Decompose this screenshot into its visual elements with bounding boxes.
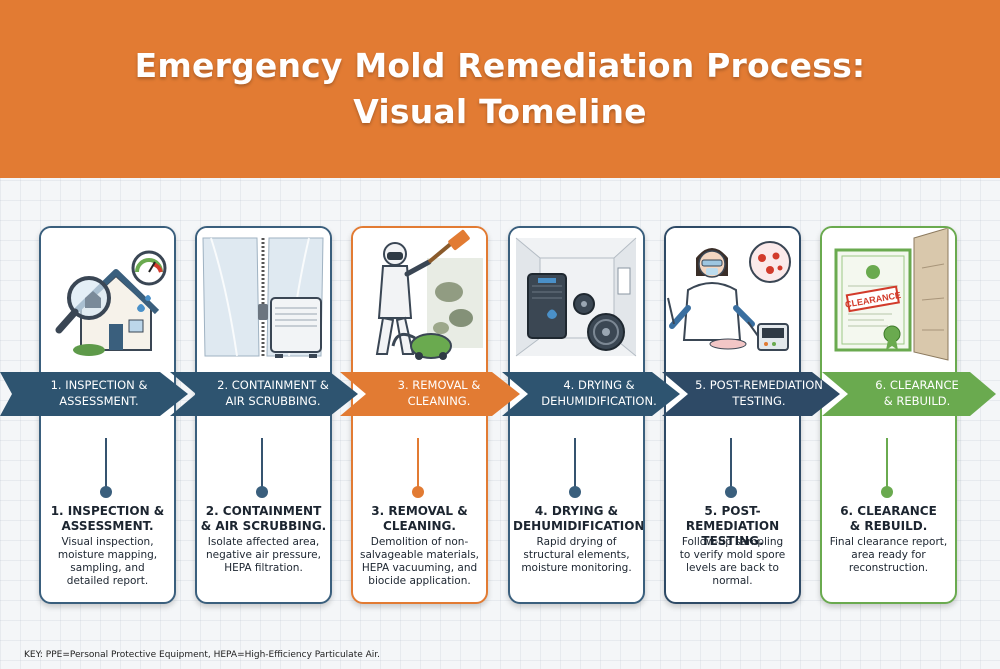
timeline-arrow-1 [0, 372, 188, 416]
step-description: Rapid drying of structural elements, moi… [514, 536, 639, 575]
arrow-label-line: 2. CONTAINMENT & [217, 378, 329, 392]
timeline-dot [569, 486, 581, 498]
step-desc-line: Rapid drying of [536, 536, 617, 548]
step-title: 3. REMOVAL & CLEANING. [356, 504, 483, 534]
arrow-label-line: 3. REMOVAL & [397, 378, 481, 392]
step-desc-line: HEPA vacuuming, and [361, 562, 478, 574]
step-title-line: 1. INSPECTION & [50, 504, 165, 518]
timeline-arrow-5 [662, 372, 840, 416]
step-title-line: & REBUILD. [849, 519, 928, 533]
arrow-label-3: 3. REMOVAL & CLEANING. [362, 372, 516, 414]
step-description: Isolate affected area, negative air pres… [201, 536, 326, 575]
step-description: Demolition of non- salvageable materials… [357, 536, 482, 588]
removal-worker-icon [353, 228, 486, 368]
dehumidifier-fan-icon [510, 228, 643, 368]
arrow-label-line: ASSESSMENT. [59, 394, 139, 408]
arrow-label-5: 5. POST-REMEDIATION TESTING. [682, 372, 836, 414]
timeline-arrow-band [0, 372, 996, 416]
step-card-1: 1. INSPECTION & ASSESSMENT. Visual inspe… [39, 226, 176, 604]
timeline-dot [412, 486, 424, 498]
title-line-2: Visual Tomeline [353, 92, 647, 131]
containment-zipper-icon [197, 228, 330, 368]
step-title-line: & AIR SCRUBBING. [200, 519, 327, 533]
arrow-label-2: 2. CONTAINMENT & AIR SCRUBBING. [192, 372, 354, 414]
timeline-dot [100, 486, 112, 498]
step-title: 4. DRYING & DEHUMIDIFICATION. [513, 504, 645, 534]
timeline-arrow-3 [340, 372, 520, 416]
timeline-stem [730, 438, 732, 496]
step-desc-line: Demolition of non- [370, 536, 469, 548]
arrow-label-6: 6. CLEARANCE & REBUILD. [842, 372, 992, 414]
step-desc-line: area ready for [851, 549, 926, 561]
arrow-label-line: 4. DRYING & [563, 378, 635, 392]
step-desc-line: negative air pressure, [206, 549, 321, 561]
arrow-label-line: 5. POST-REMEDIATION [695, 378, 823, 392]
step-desc-line: reconstruction. [848, 562, 929, 574]
step-desc-line: Isolate affected area, [207, 536, 320, 548]
step-desc-line: Final clearance report, [829, 536, 948, 548]
step-desc-line: salvageable materials, [359, 549, 480, 561]
step-desc-line: levels are back to [686, 562, 779, 574]
arrow-label-line: & REBUILD. [883, 394, 951, 408]
step-title-line: CLEANING. [383, 519, 456, 533]
step-description: Visual inspection, moisture mapping, sam… [45, 536, 170, 588]
step-title: 1. INSPECTION & ASSESSMENT. [44, 504, 171, 534]
arrow-label-line: CLEANING. [407, 394, 471, 408]
timeline-dot [256, 486, 268, 498]
arrow-label-line: 6. CLEARANCE [875, 378, 959, 392]
timeline-stem [886, 438, 888, 496]
step-desc-line: moisture mapping, [57, 549, 158, 561]
step-description: Final clearance report, area ready for r… [826, 536, 951, 575]
clearance-certificate-icon: CLEARANCE [822, 228, 955, 368]
step-desc-line: structural elements, [523, 549, 630, 561]
arrow-label-4: 4. DRYING & DEHUMIDIFICATION. [522, 372, 676, 414]
key-legend: KEY: PPE=Personal Protective Equipment, … [24, 650, 381, 660]
timeline-stem [261, 438, 263, 496]
arrow-label-line: TESTING. [732, 394, 786, 408]
timeline-arrow-6 [822, 372, 996, 416]
step-description: Follow-up sampling to verify mold spore … [670, 536, 795, 588]
step-title-line: 4. DRYING & [534, 504, 619, 518]
timeline-arrow-4 [502, 372, 680, 416]
arrow-label-line: 1. INSPECTION & [50, 378, 148, 392]
timeline-stem [417, 438, 419, 496]
title-banner: Emergency Mold Remediation Process: Visu… [0, 0, 1000, 178]
step-title: 6. CLEARANCE & REBUILD. [825, 504, 952, 534]
step-desc-line: sampling, and [70, 562, 145, 574]
step-title-line: 6. CLEARANCE [840, 504, 937, 518]
timeline-stem [574, 438, 576, 496]
house-inspection-icon [41, 228, 174, 368]
step-title: 5. POST-REMEDIATION TESTING. [669, 504, 796, 549]
lab-scientist-icon [666, 228, 799, 368]
step-desc-line: Follow-up sampling [681, 536, 784, 548]
step-title-line: ASSESSMENT. [61, 519, 154, 533]
timeline-stem [105, 438, 107, 496]
step-desc-line: moisture monitoring. [521, 562, 632, 574]
title-line-1: Emergency Mold Remediation Process: [134, 46, 866, 85]
timeline-dot [725, 486, 737, 498]
step-title-line: TESTING. [701, 534, 764, 548]
step-card-6: CLEARANCE 6. CLEARANCE & REBUILD. Final … [820, 226, 957, 604]
step-title-line: DEHUMIDIFICATION. [513, 519, 645, 533]
step-desc-line: detailed report. [66, 575, 149, 587]
timeline-arrow-2 [170, 372, 358, 416]
step-desc-line: HEPA filtration. [224, 562, 303, 574]
step-desc-line: to verify mold spore [679, 549, 786, 561]
arrow-label-1: 1. INSPECTION & ASSESSMENT. [14, 372, 184, 414]
step-desc-line: biocide application. [368, 575, 471, 587]
step-desc-line: Visual inspection, [61, 536, 154, 548]
timeline-dot [881, 486, 893, 498]
arrow-label-line: DEHUMIDIFICATION. [541, 394, 657, 408]
step-desc-line: normal. [712, 575, 753, 587]
arrow-label-line: AIR SCRUBBING. [225, 394, 321, 408]
step-title: 2. CONTAINMENT & AIR SCRUBBING. [200, 504, 327, 534]
step-title-line: 5. POST-REMEDIATION [685, 504, 780, 533]
step-title-line: 3. REMOVAL & [371, 504, 468, 518]
step-title-line: 2. CONTAINMENT [205, 504, 322, 518]
